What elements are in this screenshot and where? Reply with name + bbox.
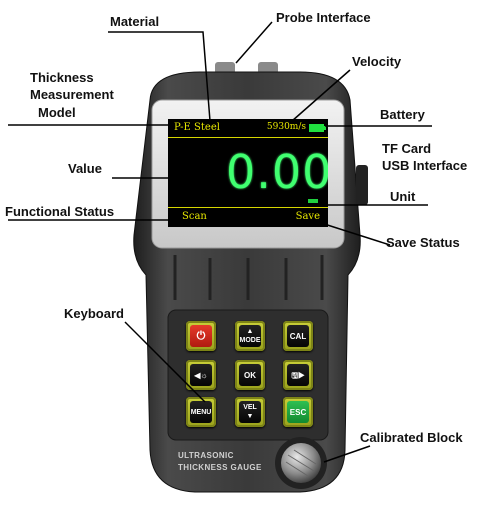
left-light-key[interactable]: ◀☼ (186, 360, 216, 390)
line-calibrated-block (323, 445, 371, 463)
callout-probe-interface: Probe Interface (276, 10, 371, 25)
mode-key[interactable]: ▲ MODE (235, 321, 265, 351)
callout-thickness-2: Measurement (30, 87, 114, 102)
mode-key-label: MODE (239, 337, 261, 344)
callout-thickness-3: Model (38, 105, 76, 120)
save-right-icon: 🖫▶ (287, 364, 309, 386)
down-arrow-icon: ▼ (246, 413, 254, 420)
line-material (108, 31, 211, 122)
line-velocity (291, 69, 351, 122)
vel-key[interactable]: VEL ▼ (235, 397, 265, 427)
battery-icon (309, 124, 326, 132)
callout-value: Value (68, 161, 102, 176)
screen-value: 0.00 (226, 145, 328, 199)
line-keyboard (124, 321, 206, 403)
screen-velocity: 5930m/s (266, 122, 306, 132)
screen-save: Save (295, 211, 320, 222)
vel-key-label: VEL (243, 404, 257, 411)
esc-key-label: ESC (287, 401, 309, 423)
callout-thickness-1: Thickness (30, 70, 94, 85)
power-icon: ⏻ (190, 325, 212, 347)
ok-key-label: OK (239, 364, 261, 386)
side-port (356, 165, 368, 205)
screen-header: P-E Steel 5930m/s (168, 119, 328, 138)
screen-material: P-E Steel (174, 122, 220, 133)
callout-functional-status: Functional Status (5, 204, 115, 219)
lcd-screen: P-E Steel 5930m/s 0.00 Scan Save (168, 119, 328, 227)
cal-key-label: CAL (287, 325, 309, 347)
menu-key-label: MENU (190, 401, 212, 423)
brand-line-1: ULTRASONIC (178, 451, 234, 460)
esc-key[interactable]: ESC (283, 397, 313, 427)
brand-label: ULTRASONIC THICKNESS GAUGE (178, 450, 262, 474)
unit-indicator (308, 199, 318, 203)
callout-velocity: Velocity (352, 54, 402, 69)
power-key[interactable]: ⏻ (186, 321, 216, 351)
ok-key[interactable]: OK (235, 360, 265, 390)
menu-key[interactable]: MENU (186, 397, 216, 427)
callout-material: Material (110, 14, 160, 29)
line-save-status (317, 221, 391, 246)
callout-save-status: Save Status (386, 235, 460, 250)
probe-connector-right (258, 62, 278, 74)
screen-footer: Scan Save (168, 207, 328, 227)
cal-key[interactable]: CAL (283, 321, 313, 351)
callout-keyboard: Keyboard (64, 306, 124, 321)
callout-unit: Unit (390, 189, 416, 204)
brand-line-2: THICKNESS GAUGE (178, 463, 262, 472)
up-arrow-icon: ▲ (246, 328, 254, 335)
left-light-icon: ◀☼ (190, 364, 212, 386)
probe-connector-left (215, 62, 235, 74)
line-probe-interface (235, 21, 273, 64)
save-right-key[interactable]: 🖫▶ (283, 360, 313, 390)
callout-calibrated-block: Calibrated Block (360, 430, 463, 445)
callout-battery: Battery (380, 107, 425, 122)
callout-usb-interface: USB Interface (382, 158, 468, 173)
screen-function: Scan (182, 211, 207, 222)
callout-tf-card: TF Card (382, 141, 432, 156)
